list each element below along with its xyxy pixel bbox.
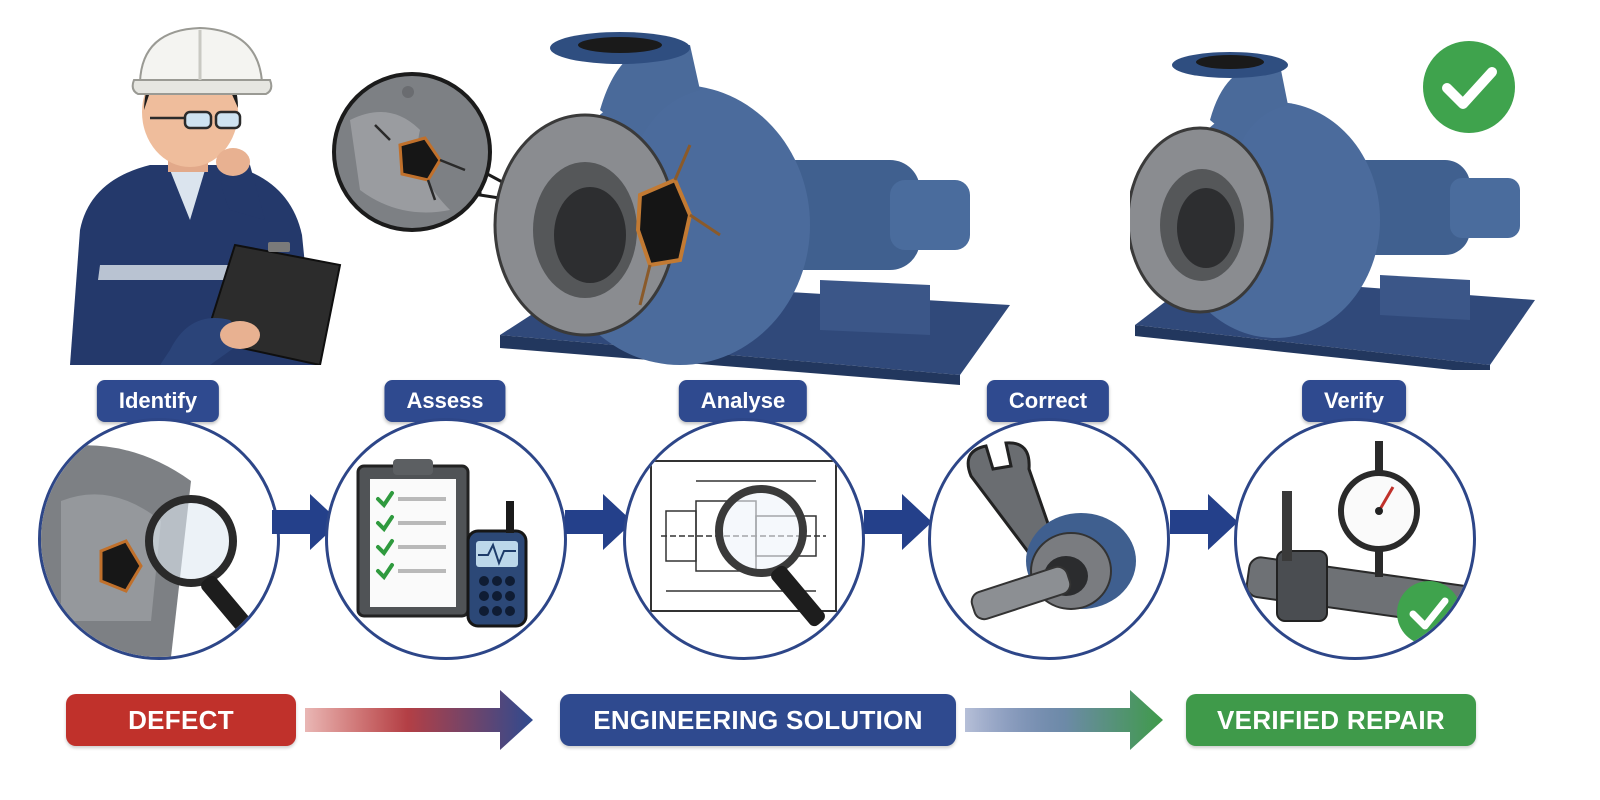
flow-arrow-4 — [1170, 492, 1240, 552]
step-identify: Identify — [38, 380, 280, 660]
inspector-illustration — [40, 20, 360, 367]
damaged-pump — [490, 30, 1020, 390]
step-circle-identify — [38, 418, 280, 660]
flow-arrow-1 — [272, 492, 342, 552]
verified-repair-banner: VERIFIED REPAIR — [1186, 694, 1476, 746]
arrow-right-icon — [864, 494, 932, 550]
repaired-pump — [1126, 50, 1540, 374]
step-circle-verify — [1234, 418, 1476, 660]
step-verify: Verify — [1234, 380, 1476, 660]
step-assess: Assess — [325, 380, 567, 660]
step-label-identify: Identify — [96, 380, 220, 422]
step-circle-correct — [928, 418, 1170, 660]
flow-arrow-2 — [565, 492, 635, 552]
gradient-arrow-solution-to-repair — [965, 688, 1165, 752]
damaged-pump-icon — [493, 32, 1010, 385]
step-correct: Correct — [928, 380, 1170, 660]
defect-banner: DEFECT — [66, 694, 296, 746]
crack-zoom-bubble — [330, 70, 580, 240]
drawing-magnifier-icon — [650, 460, 837, 627]
step-label-analyse: Analyse — [678, 380, 808, 422]
arrow-right-icon — [1170, 494, 1238, 550]
gradient-arrow-icon — [965, 690, 1163, 750]
step-label-correct: Correct — [986, 380, 1110, 422]
arrow-right-icon — [272, 494, 340, 550]
magnifier-on-crack-icon — [41, 445, 255, 657]
step-circle-analyse — [623, 418, 865, 660]
flow-arrow-3 — [864, 492, 934, 552]
arrow-right-icon — [565, 494, 633, 550]
step-label-verify: Verify — [1302, 380, 1406, 422]
approval-badge — [1420, 38, 1518, 136]
dial-gauge-check-icon — [1245, 441, 1473, 645]
wrench-and-shaft-icon — [966, 441, 1136, 621]
gradient-arrow-defect-to-solution — [305, 688, 535, 752]
step-circle-assess — [325, 418, 567, 660]
engineering-solution-banner: ENGINEERING SOLUTION — [560, 694, 956, 746]
step-label-assess: Assess — [384, 380, 506, 422]
step-analyse: Analyse — [623, 380, 865, 660]
clipboard-checklist-and-meter-icon — [356, 459, 528, 628]
repaired-pump-icon — [1126, 52, 1535, 374]
gradient-arrow-icon — [305, 690, 533, 750]
crack-zoom-icon — [332, 72, 546, 232]
check-badge-icon — [1423, 41, 1515, 133]
inspector-with-clipboard-icon — [70, 26, 342, 367]
